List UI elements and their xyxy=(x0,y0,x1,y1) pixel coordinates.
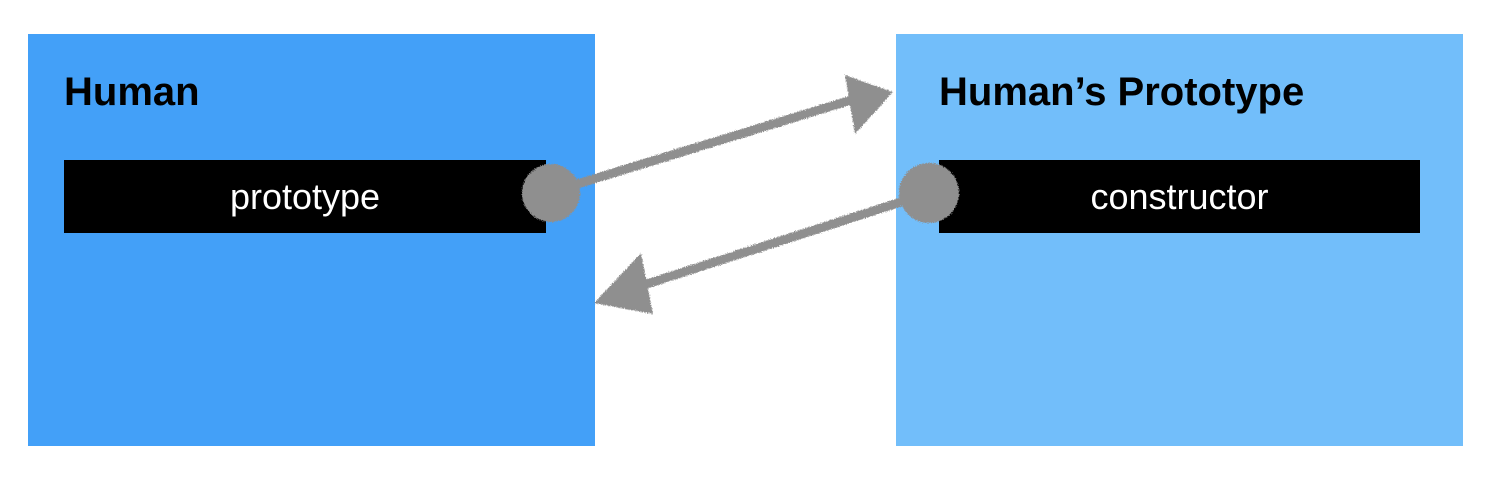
human-box: Human prototype xyxy=(28,34,595,446)
prototype-property: prototype xyxy=(64,160,546,233)
human-prototype-title: Human’s Prototype xyxy=(939,70,1305,114)
arrowhead-right-icon xyxy=(845,75,893,134)
arrowhead-left-icon xyxy=(594,253,653,314)
human-prototype-box: Human’s Prototype constructor xyxy=(896,34,1463,446)
constructor-property: constructor xyxy=(939,160,1420,233)
human-title: Human xyxy=(64,70,200,114)
